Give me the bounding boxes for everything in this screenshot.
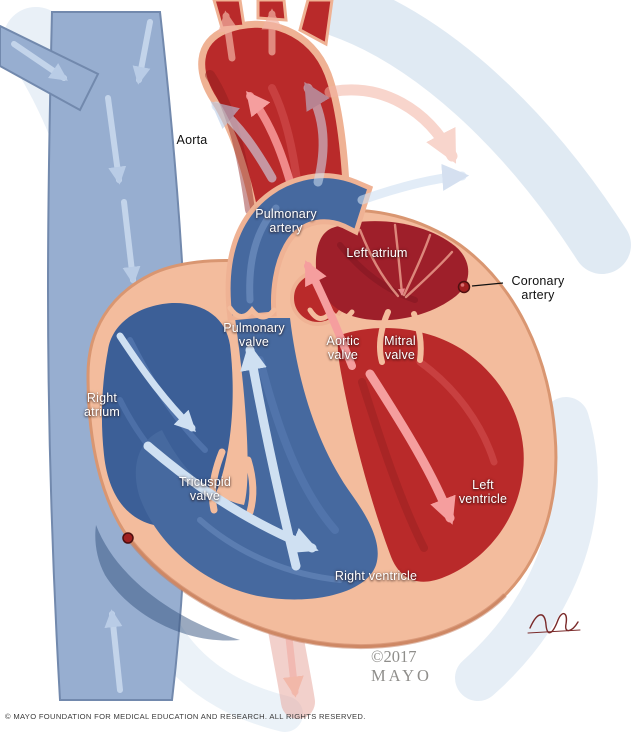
label-left-ventricle: Left ventricle [458,478,508,506]
label-aorta: Aorta [176,133,208,147]
label-pulmonary-artery: Pulmonary artery [255,207,317,235]
pulmonary-vein-streams [358,223,454,299]
artist-signature [527,613,581,634]
label-aortic-valve: Aortic valve [326,334,360,362]
left-atrium-chamber [315,221,469,321]
mitral-valve-flaps [377,309,391,365]
label-right-atrium: Right atrium [84,391,120,419]
pulmonary-artery-vessel [225,173,374,321]
label-pulmonary-valve: Pulmonary valve [223,321,285,349]
coronary-artery-dot [122,280,504,544]
copyright-org: MAYO [371,665,432,685]
tricuspid-valve-flaps [208,448,226,514]
copyright-year: ©2017 [371,647,417,666]
footer-copyright: © MAYO FOUNDATION FOR MEDICAL EDUCATION … [5,712,366,721]
label-right-ventricle: Right ventricle [334,569,418,583]
label-tricuspid-valve: Tricuspid valve [178,475,232,503]
label-coronary-artery: Coronary artery [511,274,565,302]
vein-flow-arrows [11,19,153,693]
flow-arrows-arterial [304,260,456,525]
coronary-leader-line [471,282,504,287]
flow-arrows-venous [116,81,470,571]
copyright-mayo: ©2017 MAYO [371,647,432,686]
label-left-atrium: Left atrium [346,246,408,260]
pulmonary-valve-cusps [227,305,277,320]
label-mitral-valve: Mitral valve [384,334,416,362]
